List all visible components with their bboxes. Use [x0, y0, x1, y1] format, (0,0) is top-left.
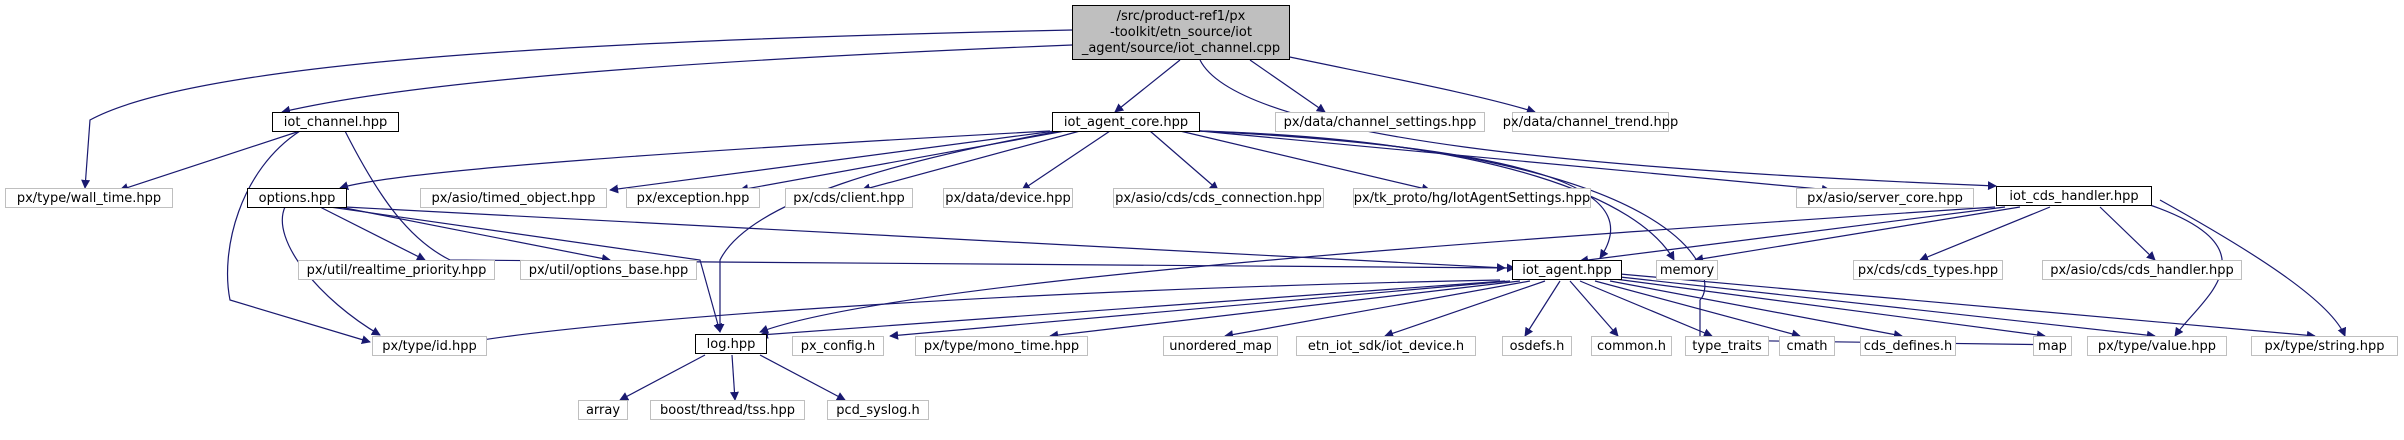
edge-options-iot-agent [344, 206, 1506, 273]
edge-iot-agent-iot-device [1384, 280, 1546, 338]
edge-root-channel-trend [1279, 54, 1536, 114]
edge-core-server-core [1199, 130, 1831, 194]
node-timed-object-hpp: px/asio/timed_object.hpp [420, 188, 607, 208]
edge-iot-agent-log [759, 280, 1506, 339]
node-unordered-map: unordered_map [1163, 336, 1278, 356]
edge-core-options [339, 130, 1051, 190]
node-channel-settings-hpp: px/data/channel_settings.hpp [1275, 112, 1485, 132]
node-memory: memory [1656, 260, 1718, 280]
node-cds-connection-hpp: px/asio/cds/cds_connection.hpp [1113, 188, 1324, 208]
node-string-hpp: px/type/string.hpp [2251, 336, 2398, 356]
edge-root-iot-agent-core [1114, 59, 1181, 113]
root-label-line2: -toolkit/etn_source/iot [1110, 24, 1252, 40]
node-iot-device-h: etn_iot_sdk/iot_device.h [1296, 336, 1476, 356]
edge-log-array [619, 354, 706, 401]
node-id-hpp: px/type/id.hpp [372, 336, 487, 356]
node-type-traits: type_traits [1685, 336, 1769, 356]
node-iot-channel-hpp[interactable]: iot_channel.hpp [272, 112, 399, 132]
edge-core-iot-agent-settings [1179, 130, 1431, 193]
edge-iot-channel-id [227, 130, 371, 344]
node-common-h: common.h [1591, 336, 1672, 356]
node-options-hpp[interactable]: options.hpp [247, 188, 347, 208]
edge-iot-agent-px-config [889, 280, 1511, 340]
node-iot-channel-cpp: /src/product-ref1/px -toolkit/etn_source… [1072, 5, 1290, 60]
edge-root-channel-settings [1249, 59, 1326, 113]
edge-core-log [715, 130, 1061, 333]
node-client-hpp: px/cds/client.hpp [785, 188, 913, 208]
edge-iot-agent-osdefs [1524, 280, 1561, 337]
edge-log-syslog [759, 354, 846, 401]
node-cds-defines-h: cds_defines.h [1860, 336, 1956, 356]
edge-iot-agent-id [469, 279, 1501, 346]
edge-iot-agent-type-traits [1579, 280, 1713, 338]
node-server-core-hpp: px/asio/server_core.hpp [1796, 188, 1974, 208]
edge-root-wall-time [81, 29, 1073, 189]
edge-iot-agent-unordered-map [1224, 280, 1531, 339]
edge-options-base [339, 206, 611, 263]
node-cds-types-hpp: px/cds/cds_types.hpp [1853, 260, 2003, 280]
edge-iot-agent-mono-time [1049, 280, 1521, 340]
edge-iot-agent-common [1569, 280, 1619, 337]
node-value-hpp: px/type/value.hpp [2087, 336, 2227, 356]
edge-cds-handler-log [759, 206, 1996, 334]
root-label-line3: _agent/source/iot_channel.cpp [1081, 40, 1281, 56]
edge-options-log [329, 206, 723, 333]
node-exception-hpp: px/exception.hpp [626, 188, 760, 208]
node-wall-time-hpp: px/type/wall_time.hpp [5, 188, 173, 208]
node-px-config-h: px_config.h [792, 336, 884, 356]
edge-cds-handler-cds-types [1919, 206, 2051, 262]
edge-iot-channel-wall-time [119, 130, 301, 192]
edge-iot-agent-cds-defines [1609, 280, 1903, 339]
node-iot-agent-core-hpp[interactable]: iot_agent_core.hpp [1052, 112, 1200, 132]
node-array: array [578, 400, 628, 420]
node-device-hpp: px/data/device.hpp [943, 188, 1073, 208]
node-realtime-priority-hpp: px/util/realtime_priority.hpp [298, 260, 495, 280]
node-channel-trend-hpp: px/data/channel_trend.hpp [1503, 112, 1678, 132]
edge-core-device [1021, 130, 1111, 191]
edge-cds-handler-string [2159, 199, 2347, 337]
edge-cds-handler-cds-handler [2099, 206, 2156, 261]
edge-core-client [861, 130, 1081, 193]
node-mono-time-hpp: px/type/mono_time.hpp [915, 336, 1088, 356]
node-osdefs-h: osdefs.h [1502, 336, 1572, 356]
node-log-hpp[interactable]: log.hpp [695, 334, 767, 354]
edge-iot-agent-map [1614, 278, 2046, 340]
edge-core-map [1199, 130, 2068, 350]
node-map: map [2033, 336, 2072, 356]
node-iot-agent-settings-hpp: px/tk_proto/hg/IotAgentSettings.hpp [1353, 188, 1591, 208]
edge-root-iot-cds-handler [1199, 59, 1997, 191]
node-cds-handler-hpp: px/asio/cds/cds_handler.hpp [2042, 260, 2242, 280]
node-tss-hpp: boost/thread/tss.hpp [650, 400, 805, 420]
node-iot-agent-hpp[interactable]: iot_agent.hpp [1512, 260, 1622, 280]
edge-log-tss [729, 354, 739, 401]
node-cmath: cmath [1779, 336, 1835, 356]
edge-cds-handler-memory [1694, 206, 2021, 264]
node-pcd-syslog-h: pcd_syslog.h [827, 400, 929, 420]
node-options-base-hpp: px/util/options_base.hpp [520, 260, 697, 280]
edge-cds-handler-iot-agent [1579, 206, 2006, 265]
edge-root-iot-channel [281, 44, 1073, 115]
edge-core-timed-object [609, 130, 1056, 194]
edge-iot-agent-cmath [1594, 280, 1801, 339]
edge-iot-agent-string [1619, 273, 2316, 340]
edge-iot-agent-value [1619, 276, 2156, 340]
node-iot-cds-handler-hpp[interactable]: iot_cds_handler.hpp [1996, 186, 2152, 206]
edge-options-realtime [319, 206, 426, 261]
root-label-line1: /src/product-ref1/px [1116, 8, 1246, 24]
edge-core-cds-connection [1149, 130, 1219, 191]
